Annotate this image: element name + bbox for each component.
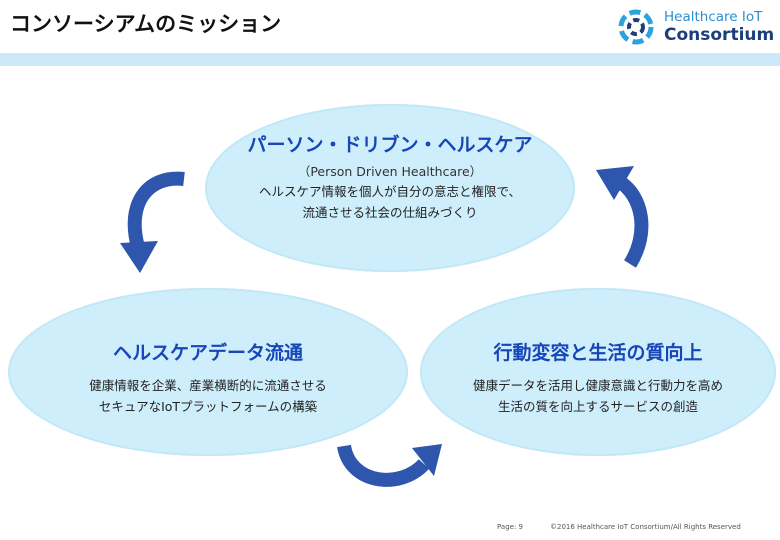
ellipse-subheading: （Person Driven Healthcare） bbox=[297, 164, 483, 179]
ellipse-heading: パーソン・ドリブン・ヘルスケア bbox=[247, 134, 533, 156]
ellipse-text-line1: 健康情報を企業、産業横断的に流通させる bbox=[89, 378, 327, 393]
ellipse-text-line1: 健康データを活用し健康意識と行動力を高め bbox=[472, 378, 723, 393]
ellipse-text-line2: セキュアなIoTプラットフォームの構築 bbox=[98, 399, 318, 414]
ellipse-text-line2: 流通させる社会の仕組みづくり bbox=[302, 205, 478, 220]
ellipse-text-line1: ヘルスケア情報を個人が自分の意志と権限で、 bbox=[258, 184, 521, 199]
consortium-logo-icon bbox=[618, 9, 654, 45]
curved-arrow-top-to-left bbox=[120, 171, 185, 273]
mission-ellipse-behavior-change: 行動変容と生活の質向上 健康データを活用し健康意識と行動力を高め 生活の質を向上… bbox=[420, 288, 776, 456]
curved-arrow-left-to-right bbox=[337, 444, 442, 487]
logo-text-line1: Healthcare IoT bbox=[664, 9, 763, 25]
logo-text-line2: Consortium bbox=[664, 25, 775, 45]
ellipse-text-line2: 生活の質を向上するサービスの創造 bbox=[497, 399, 698, 414]
title-underline bbox=[0, 53, 780, 66]
ellipse-heading: ヘルスケアデータ流通 bbox=[112, 342, 303, 364]
curved-arrow-right-to-top bbox=[596, 166, 649, 268]
mission-ellipse-person-driven: パーソン・ドリブン・ヘルスケア （Person Driven Healthcar… bbox=[205, 104, 575, 272]
mission-ellipse-data-flow: ヘルスケアデータ流通 健康情報を企業、産業横断的に流通させる セキュアなIoTプ… bbox=[8, 288, 408, 456]
page-number: Page: 9 bbox=[497, 523, 523, 531]
ellipse-heading: 行動変容と生活の質向上 bbox=[493, 342, 703, 364]
slide-title: コンソーシアムのミッション bbox=[10, 12, 282, 36]
consortium-logo: Healthcare IoT Consortium bbox=[612, 3, 780, 51]
copyright-notice: ©2016 Healthcare IoT Consortium/All Righ… bbox=[550, 523, 741, 531]
